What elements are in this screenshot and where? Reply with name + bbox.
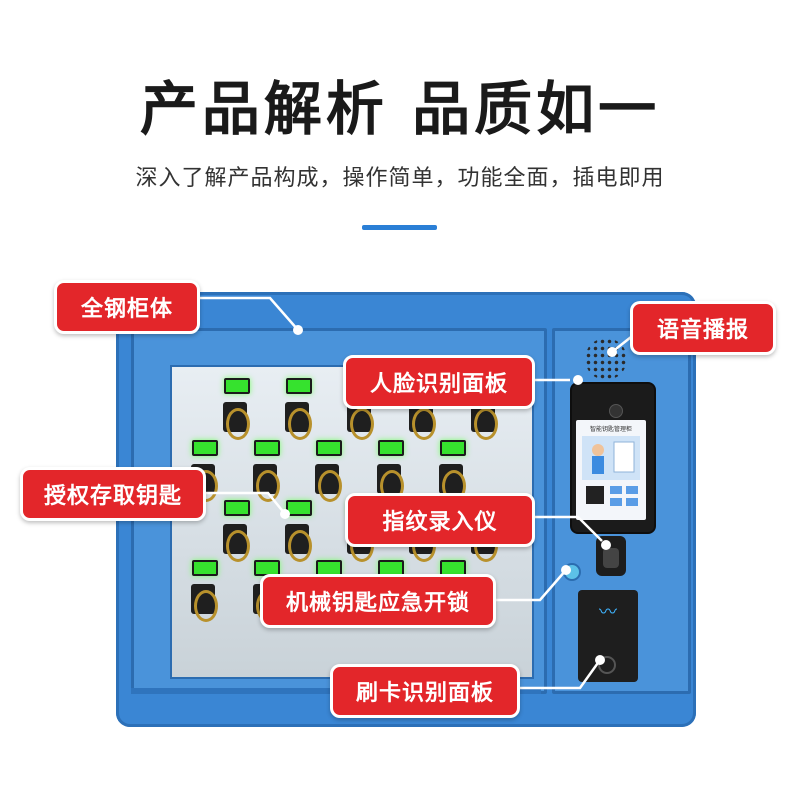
callout-steel-body: 全钢柜体 <box>54 280 200 334</box>
speaker-grille-icon <box>585 338 627 380</box>
callout-mechanical-key: 机械钥匙应急开锁 <box>260 574 496 628</box>
key-slot[interactable] <box>186 560 222 622</box>
slot-status-led <box>440 440 466 456</box>
callout-face-panel: 人脸识别面板 <box>343 355 535 409</box>
screen-illustration <box>582 436 640 506</box>
title-divider <box>362 225 437 230</box>
slot-status-led <box>254 440 280 456</box>
key-ring-icon <box>350 408 374 440</box>
key-ring-icon <box>288 530 312 562</box>
key-slot[interactable] <box>372 440 408 502</box>
card-reader-indicator <box>598 656 616 674</box>
face-terminal-screen[interactable]: 智能钥匙管理柜 <box>576 420 646 520</box>
rfid-wave-icon: 〰 <box>599 602 617 623</box>
mechanical-keyhole[interactable] <box>563 563 581 581</box>
page-title: 产品解析 品质如一 <box>139 75 661 143</box>
key-ring-icon <box>226 530 250 562</box>
key-slot[interactable] <box>280 500 316 562</box>
key-ring-icon <box>412 408 436 440</box>
key-ring-icon <box>226 408 250 440</box>
key-slot[interactable] <box>310 440 346 502</box>
screen-heading: 智能钥匙管理柜 <box>589 426 632 433</box>
callout-authorized-key: 授权存取钥匙 <box>20 467 206 521</box>
key-slot[interactable] <box>218 500 254 562</box>
key-ring-icon <box>318 470 342 502</box>
page-subtitle: 深入了解产品构成，操作简单，功能全面，插电即用 <box>135 166 665 191</box>
camera-icon <box>609 404 623 418</box>
callout-card-panel: 刷卡识别面板 <box>330 664 520 718</box>
slot-status-led <box>224 378 250 394</box>
key-ring-icon <box>256 470 280 502</box>
slot-status-led <box>378 440 404 456</box>
key-ring-icon <box>474 408 498 440</box>
fingerprint-sensor-icon <box>603 548 619 568</box>
key-slot[interactable] <box>248 440 284 502</box>
slot-status-led <box>224 500 250 516</box>
callout-fingerprint: 指纹录入仪 <box>345 493 535 547</box>
key-slot[interactable] <box>218 378 254 440</box>
slot-status-led <box>192 560 218 576</box>
callout-voice-broadcast: 语音播报 <box>630 301 776 355</box>
slot-status-led <box>286 500 312 516</box>
key-ring-icon <box>288 408 312 440</box>
key-ring-icon <box>194 590 218 622</box>
slot-status-led <box>286 378 312 394</box>
key-slot[interactable] <box>434 440 470 502</box>
slot-status-led <box>316 440 342 456</box>
slot-status-led <box>192 440 218 456</box>
key-slot[interactable] <box>280 378 316 440</box>
